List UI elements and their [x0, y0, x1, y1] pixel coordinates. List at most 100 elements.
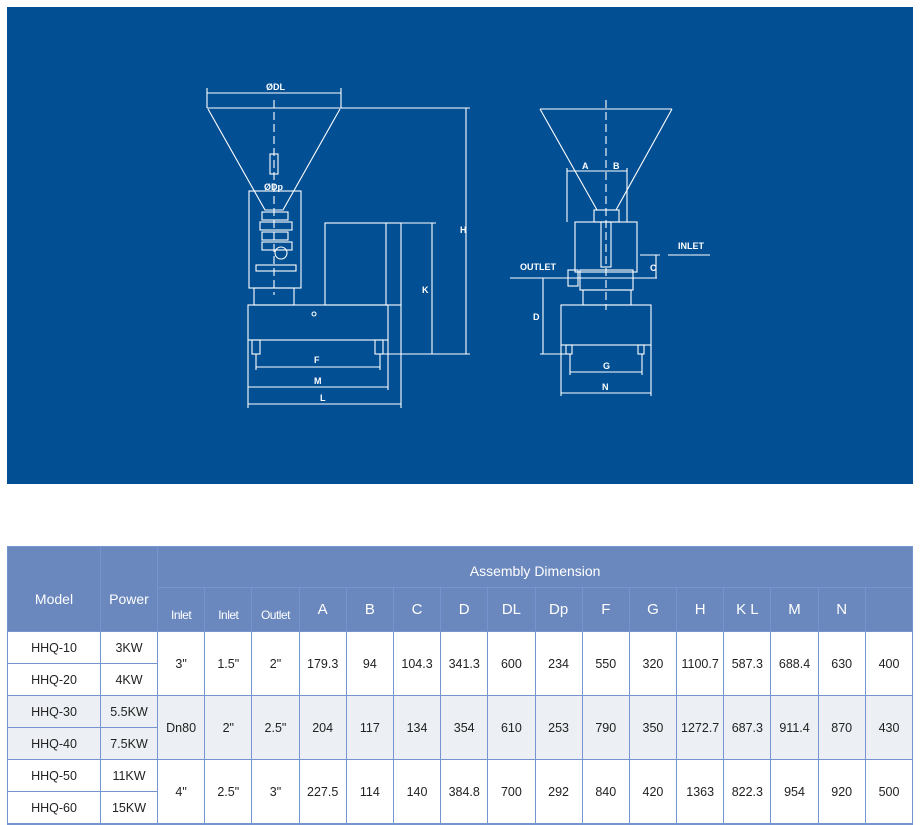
- power-cell: 5.5KW: [100, 695, 158, 728]
- outlet-label: OUTLET: [520, 262, 556, 272]
- header-dim: Inlet: [204, 587, 253, 632]
- dimension-cell: 341.3: [440, 631, 489, 696]
- dimension-cell: 117: [345, 695, 394, 760]
- dimension-cell: 1363: [676, 759, 725, 825]
- model-cell: HHQ-10: [7, 631, 101, 664]
- dimension-cell: 587.3: [723, 631, 772, 696]
- dimension-cell: 3": [251, 759, 300, 825]
- dim-label-a: A: [582, 161, 589, 171]
- dim-label-dl: ØDL: [266, 82, 286, 92]
- power-cell: 11KW: [100, 759, 158, 792]
- model-cell: HHQ-40: [7, 727, 101, 760]
- front-view: A B OUTLET INLET C D G N: [510, 100, 710, 396]
- header-dim: F: [581, 587, 630, 632]
- header-dim: [864, 587, 914, 632]
- model-cell: HHQ-50: [7, 759, 101, 792]
- dimension-cell: 822.3: [723, 759, 772, 825]
- dim-label-l: L: [320, 393, 326, 403]
- dimension-cell: 204: [298, 695, 347, 760]
- dimension-cell: 550: [581, 631, 630, 696]
- dimension-cell: 1272.7: [676, 695, 725, 760]
- header-dim: B: [345, 587, 394, 632]
- dimension-cell: 384.8: [440, 759, 489, 825]
- header-dim: K L: [723, 587, 772, 632]
- side-view: ØDL ØDp H K F M L: [206, 82, 470, 408]
- dim-label-h: H: [460, 225, 467, 235]
- dimension-cell: 350: [628, 695, 678, 760]
- dimension-cell: 253: [534, 695, 583, 760]
- dimension-cell: Dn80: [156, 695, 206, 760]
- dimension-cell: 134: [392, 695, 442, 760]
- dimension-cell: 420: [628, 759, 678, 825]
- dim-label-k: K: [422, 285, 429, 295]
- header-assembly-dimension: Assembly Dimension: [156, 546, 914, 588]
- dim-label-c: C: [650, 263, 657, 273]
- header-dim: DL: [487, 587, 536, 632]
- model-cell: HHQ-60: [7, 791, 101, 825]
- header-dim: Outlet: [251, 587, 300, 632]
- dimension-cell: 234: [534, 631, 583, 696]
- dimension-cell: 600: [487, 631, 536, 696]
- dimension-cell: 2.5": [204, 759, 253, 825]
- dimension-cell: 292: [534, 759, 583, 825]
- power-cell: 4KW: [100, 663, 158, 696]
- model-cell: HHQ-30: [7, 695, 101, 728]
- power-cell: 3KW: [100, 631, 158, 664]
- dimension-cell: 104.3: [392, 631, 442, 696]
- dimension-cell: 430: [864, 695, 914, 760]
- header-dim: M: [770, 587, 819, 632]
- dimension-cell: 1.5": [204, 631, 253, 696]
- dimension-cell: 2": [204, 695, 253, 760]
- dimension-cell: 688.4: [770, 631, 819, 696]
- dim-label-dp: ØDp: [264, 182, 284, 192]
- header-model: Model: [7, 546, 101, 632]
- header-dim: N: [817, 587, 866, 632]
- dimension-cell: 790: [581, 695, 630, 760]
- dimension-cell: 500: [864, 759, 914, 825]
- header-dim: Inlet: [156, 587, 206, 632]
- dimension-cell: 94: [345, 631, 394, 696]
- dimension-cell: 114: [345, 759, 394, 825]
- inlet-label: INLET: [678, 241, 705, 251]
- dim-label-m: M: [314, 376, 322, 386]
- dimension-cell: 2": [251, 631, 300, 696]
- machine-drawing: ØDL ØDp H K F M L A B OUTLET INLET C D G…: [206, 82, 710, 408]
- dimension-cell: 227.5: [298, 759, 347, 825]
- header-dim: Dp: [534, 587, 583, 632]
- header-dim: H: [676, 587, 725, 632]
- dim-label-g: G: [603, 361, 610, 371]
- dimension-cell: 3": [156, 631, 206, 696]
- dimension-cell: 179.3: [298, 631, 347, 696]
- dimension-cell: 1100.7: [676, 631, 725, 696]
- dimension-cell: 870: [817, 695, 866, 760]
- dimension-cell: 610: [487, 695, 536, 760]
- dimension-cell: 2.5": [251, 695, 300, 760]
- dimension-cell: 911.4: [770, 695, 819, 760]
- header-dim: D: [440, 587, 489, 632]
- dim-label-b: B: [613, 161, 620, 171]
- dim-label-d: D: [533, 312, 540, 322]
- header-power: Power: [100, 546, 158, 632]
- dimension-cell: 630: [817, 631, 866, 696]
- dim-label-n: N: [602, 382, 609, 392]
- dimension-cell: 700: [487, 759, 536, 825]
- power-cell: 15KW: [100, 791, 158, 825]
- dimension-cell: 320: [628, 631, 678, 696]
- dimension-cell: 840: [581, 759, 630, 825]
- model-cell: HHQ-20: [7, 663, 101, 696]
- dimension-cell: 140: [392, 759, 442, 825]
- power-cell: 7.5KW: [100, 727, 158, 760]
- dimension-cell: 954: [770, 759, 819, 825]
- header-dim: C: [392, 587, 442, 632]
- technical-drawing-panel: ØDL ØDp H K F M L A B OUTLET INLET C D G…: [7, 7, 913, 484]
- dimension-cell: 400: [864, 631, 914, 696]
- dimension-cell: 687.3: [723, 695, 772, 760]
- header-dim: A: [298, 587, 347, 632]
- dimension-cell: 4": [156, 759, 206, 825]
- dimension-cell: 354: [440, 695, 489, 760]
